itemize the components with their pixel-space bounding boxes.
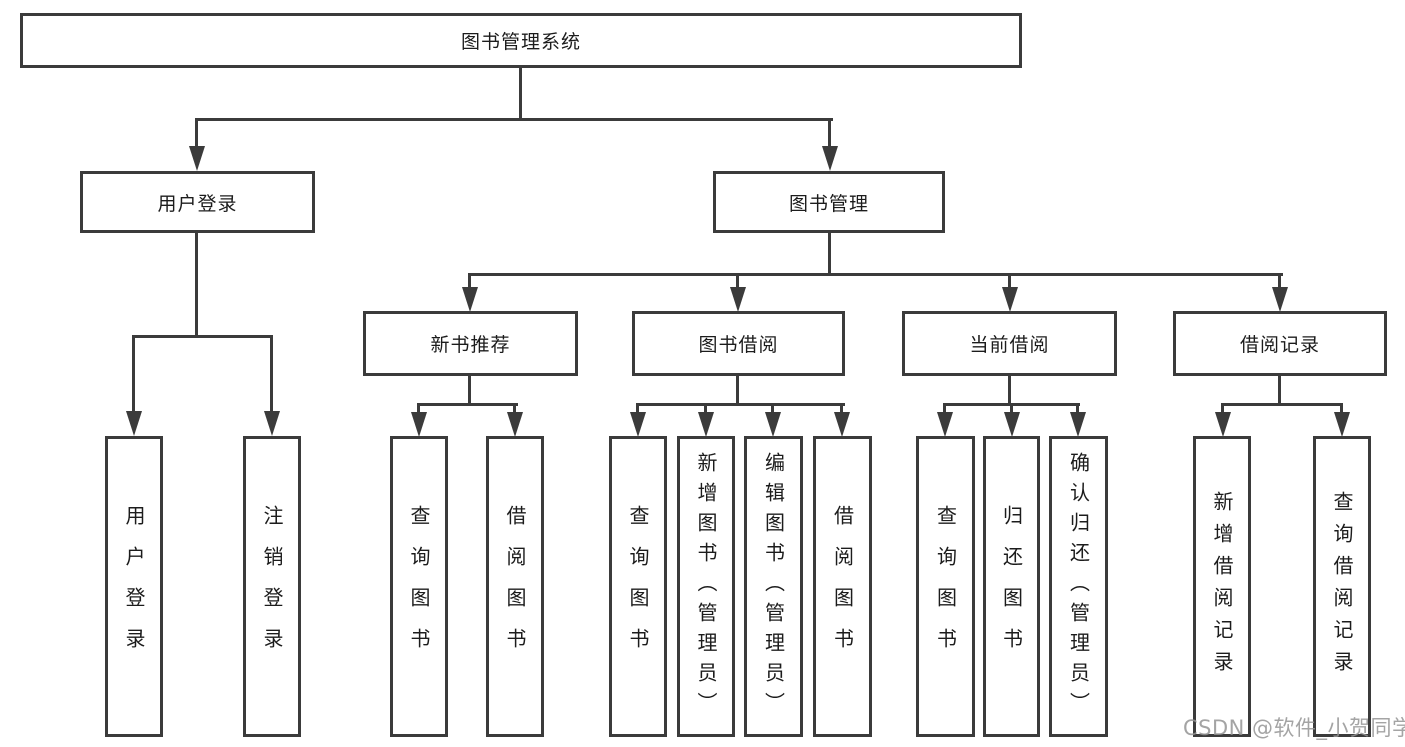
- connector-line: [828, 233, 831, 276]
- connector-line: [195, 233, 198, 335]
- arrowhead-down-icon: [507, 412, 523, 437]
- arrowhead-down-icon: [765, 412, 781, 437]
- connector-line: [468, 273, 471, 289]
- leaf-query-borrow-record: 查询借阅记录: [1313, 436, 1371, 737]
- node-borrowing-records: 借阅记录: [1173, 311, 1387, 376]
- leaf-query-books-current: 查询图书: [916, 436, 975, 737]
- arrowhead-down-icon: [126, 411, 142, 436]
- connector-line: [513, 403, 516, 415]
- connector-line: [771, 403, 774, 415]
- arrowhead-down-icon: [462, 287, 478, 312]
- connector-line: [468, 273, 1283, 276]
- node-book-borrowing: 图书借阅: [632, 311, 845, 376]
- connector-line: [417, 403, 420, 415]
- node-current-borrowing: 当前借阅: [902, 311, 1117, 376]
- arrowhead-down-icon: [730, 287, 746, 312]
- node-user-login: 用户登录: [80, 171, 315, 233]
- connector-line: [1278, 273, 1281, 289]
- arrowhead-down-icon: [822, 146, 838, 171]
- node-library-management-system: 图书管理系统: [20, 13, 1022, 68]
- arrowhead-down-icon: [1215, 412, 1231, 437]
- arrowhead-down-icon: [189, 146, 205, 171]
- connector-line: [1221, 403, 1224, 415]
- node-new-book-recommendation: 新书推荐: [363, 311, 578, 376]
- leaf-logout: 注销登录: [243, 436, 301, 737]
- connector-line: [828, 118, 831, 148]
- leaf-borrow-books: 借阅图书: [813, 436, 872, 737]
- arrowhead-down-icon: [411, 412, 427, 437]
- connector-line: [417, 403, 518, 406]
- leaf-return-books: 归还图书: [983, 436, 1040, 737]
- arrowhead-down-icon: [834, 412, 850, 437]
- arrowhead-down-icon: [264, 411, 280, 436]
- connector-line: [840, 403, 843, 415]
- arrowhead-down-icon: [698, 412, 714, 437]
- connector-line: [1008, 376, 1011, 406]
- leaf-borrow-books-recommend: 借阅图书: [486, 436, 544, 737]
- leaf-edit-books-admin: 编辑图书（管理员）: [744, 436, 803, 737]
- connector-line: [270, 335, 273, 413]
- connector-line: [736, 273, 739, 289]
- connector-line: [636, 403, 639, 415]
- connector-line: [1221, 403, 1343, 406]
- arrowhead-down-icon: [1004, 412, 1020, 437]
- connector-line: [195, 118, 198, 148]
- csdn-watermark: CSDN @软件_小贺同学: [1183, 716, 1405, 740]
- leaf-query-books-recommend: 查询图书: [390, 436, 448, 737]
- connector-line: [519, 68, 522, 120]
- node-book-management: 图书管理: [713, 171, 945, 233]
- arrowhead-down-icon: [630, 412, 646, 437]
- arrowhead-down-icon: [1334, 412, 1350, 437]
- connector-line: [1076, 403, 1079, 415]
- connector-line: [1008, 273, 1011, 289]
- connector-line: [195, 118, 833, 121]
- leaf-confirm-return-admin: 确认归还（管理员）: [1049, 436, 1108, 737]
- connector-line: [736, 376, 739, 406]
- arrowhead-down-icon: [1272, 287, 1288, 312]
- leaf-add-books-admin: 新增图书（管理员）: [677, 436, 735, 737]
- arrowhead-down-icon: [1002, 287, 1018, 312]
- connector-line: [943, 403, 946, 415]
- connector-line: [468, 376, 471, 406]
- connector-line: [636, 403, 845, 406]
- connector-line: [132, 335, 273, 338]
- connector-line: [1278, 376, 1281, 406]
- leaf-query-books-borrowing: 查询图书: [609, 436, 667, 737]
- connector-line: [704, 403, 707, 415]
- arrowhead-down-icon: [1070, 412, 1086, 437]
- connector-line: [1340, 403, 1343, 415]
- leaf-add-borrow-record: 新增借阅记录: [1193, 436, 1251, 737]
- arrowhead-down-icon: [937, 412, 953, 437]
- connector-line: [132, 335, 135, 413]
- leaf-user-login: 用户登录: [105, 436, 163, 737]
- connector-line: [1010, 403, 1013, 415]
